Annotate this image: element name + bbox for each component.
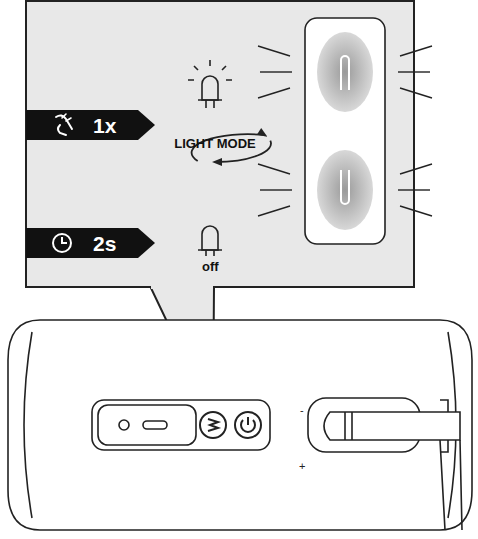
hold-banner	[26, 228, 155, 258]
speaker-body	[8, 320, 472, 530]
minus-mark: -	[300, 405, 304, 416]
speaker-light-view	[258, 18, 432, 244]
mode-cycle-ellipse: LIGHT MODE	[158, 124, 272, 163]
mode-label: LIGHT MODE	[174, 136, 256, 151]
mode-button	[200, 412, 226, 438]
led-off-icon	[198, 226, 222, 256]
off-label: off	[202, 260, 219, 273]
press-banner	[26, 110, 155, 140]
callout-panel	[26, 1, 414, 287]
power-button	[235, 412, 261, 438]
press-count: 1x	[93, 115, 116, 136]
plus-mark: +	[299, 461, 305, 472]
clock-icon	[53, 234, 71, 252]
hold-time: 2s	[93, 233, 116, 254]
led-on-icon	[188, 60, 232, 108]
